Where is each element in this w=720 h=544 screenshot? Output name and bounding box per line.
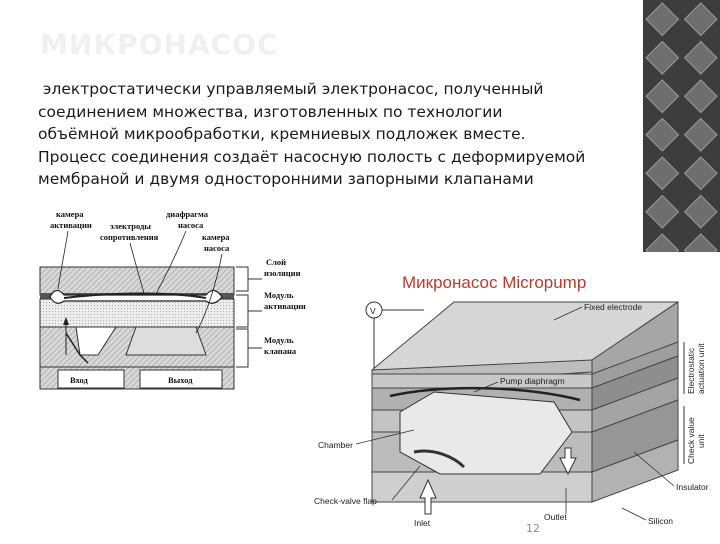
cross-section-diagram: Вход Выход Слой изоляции Модуль активаци… [39,209,306,390]
outlet-arrow [559,447,577,476]
body-line: электростатически управляемый электронас… [38,80,544,98]
chamber-label: Chamber [318,440,353,450]
electrodes-label-1: электроды [110,221,151,231]
slide-title: МИКРОНАСОС [40,28,279,61]
act-module-label-2: активации [264,301,306,311]
silicon-label: Silicon [648,516,673,526]
pump-cavity [399,391,573,475]
micropump-diagram: Микронасос Micropump V Fixed electrode [314,273,709,528]
valve-module-label-1: Модуль [264,335,294,345]
outlet-label: Выход [168,375,193,385]
act-module-label-1: Модуль [264,290,294,300]
micropump-title: Микронасос Micropump [402,273,586,292]
act-chamber-label-1: камера [56,209,84,219]
svg-text:V: V [370,306,376,316]
top-layer [39,266,235,296]
pump-chamber-label-2: насоса [204,243,230,253]
body-line: мембраной и двумя односторонними запорны… [38,170,534,188]
layer-silicon [371,471,593,503]
inlet-opening [57,369,125,389]
check-valve-flap-label: Check-valve flap [314,496,377,506]
electrodes-label-2: сопротивления [100,232,159,242]
pump-chamber-label-1: камера [202,232,230,242]
insulation-label-2: изоляции [264,268,301,278]
valve-module-label-2: клапана [264,346,297,356]
body-line: объёмной микрообработки, кремниевых подл… [38,125,526,143]
outlet-opening [139,369,223,389]
body-line: соединением множества, изготовленных по … [38,102,503,121]
body-text: электростатически управляемый электронас… [38,78,628,191]
insulator-label: Insulator [676,482,709,492]
decorative-diamond-strip [643,0,720,252]
membrane [49,289,223,304]
inlet-label: Inlet [414,518,431,528]
fixed-electrode-label: Fixed electrode [584,302,642,312]
insulation-label-1: Слой [266,257,286,267]
inlet-arrow [419,478,437,515]
check-valve-label-1: Check value [686,417,696,464]
electrostatic-label-1: Electrostatic [686,347,696,394]
diaphragm-label-1: диафрагма [166,209,209,219]
actuation-layer [39,298,235,328]
slide-number: 12 [526,522,540,535]
inlet-label: Вход [70,375,88,385]
act-chamber-label-2: активации [50,220,92,230]
body-line: Процесс соединения создаёт насосную поло… [38,147,586,166]
pump-diaphragm-label: Pump diaphragm [500,376,565,386]
micropump-figure: Микронасос Micropump V Fixed electrode [304,252,720,540]
electrostatic-label-2: actuation unit [696,343,706,394]
outlet-label: Outlet [544,512,567,522]
check-valve-label-2: unit [696,434,706,448]
diaphragm-label-2: насоса [178,220,204,230]
